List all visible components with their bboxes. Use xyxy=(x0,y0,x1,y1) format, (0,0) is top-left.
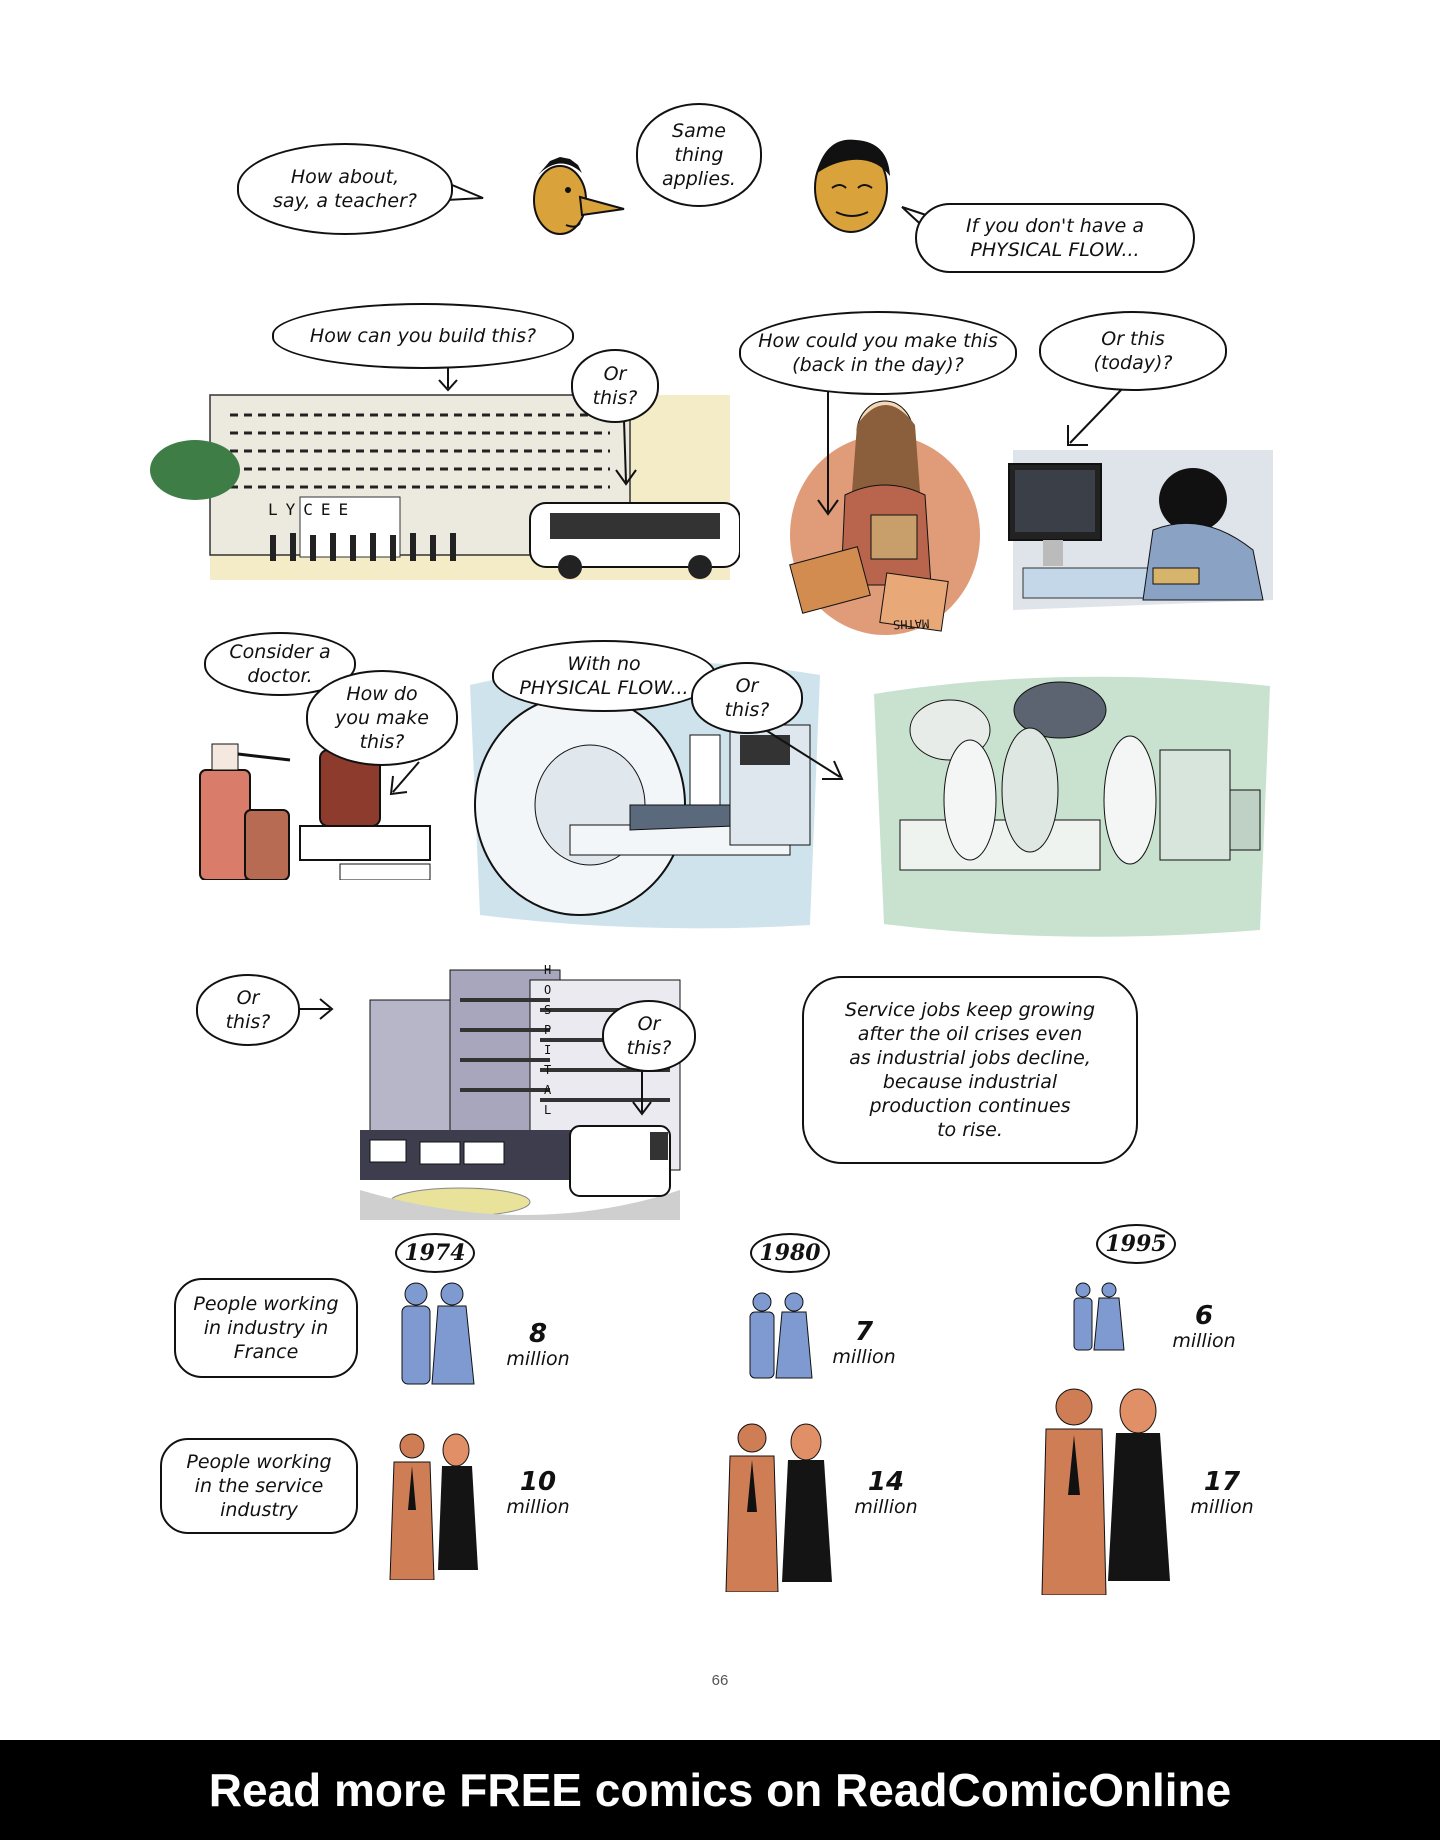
service-value-1995: 17 xyxy=(1203,1467,1241,1497)
speech-bubble-teacher: How about, say, a teacher? xyxy=(237,143,453,235)
industry-value-1974: 8 xyxy=(528,1319,548,1349)
service-count-1995: 17 million xyxy=(1180,1468,1264,1518)
speech-bubble-build: How can you build this? xyxy=(272,303,574,369)
speech-bubble-or-this-hospital: Or this? xyxy=(196,974,300,1046)
speech-bubble-how-do-you-make: How do you make this? xyxy=(306,670,458,766)
year-badge-1980: 1980 xyxy=(750,1233,830,1273)
service-workers-figure-1974 xyxy=(389,1433,478,1580)
character-head-left xyxy=(533,157,625,235)
speech-bubble-or-this-mri: Or this? xyxy=(691,662,803,734)
pointer-arrow xyxy=(389,761,420,796)
school-panel xyxy=(150,394,740,580)
pointer-arrow xyxy=(763,728,844,780)
speech-bubble-or-this-ambulance: Or this? xyxy=(602,1000,696,1072)
industry-count-1995: 6 million xyxy=(1162,1302,1246,1352)
service-count-1980: 14 million xyxy=(844,1468,928,1518)
character-head-right xyxy=(814,139,890,233)
service-workers-figure-1980 xyxy=(725,1423,832,1592)
page-number: 66 xyxy=(711,1672,729,1689)
industry-workers-figure-1980 xyxy=(749,1292,813,1379)
speech-bubble-today: Or this (today)? xyxy=(1039,311,1227,391)
caption-box-service-jobs: Service jobs keep growing after the oil … xyxy=(802,976,1138,1164)
school-sign: LYCEE xyxy=(268,500,357,519)
unit-label: million xyxy=(1172,1330,1236,1352)
service-workers-figure-1995 xyxy=(1041,1388,1170,1595)
unit-label: million xyxy=(506,1496,570,1518)
speech-bubble-make-back-in-day: How could you make this (back in the day… xyxy=(739,311,1017,395)
pointer-arrow xyxy=(817,392,839,516)
unit-label: million xyxy=(1190,1496,1254,1518)
pointer-arrow xyxy=(1067,388,1123,446)
speech-bubble-same-thing: Same thing applies. xyxy=(636,103,762,207)
pointer-arrow xyxy=(615,419,637,486)
pointer-arrow xyxy=(632,1070,652,1116)
speech-bubble-doctor: Consider a doctor. xyxy=(204,632,356,696)
teacher-books-panel xyxy=(789,400,980,635)
computer-panel xyxy=(1008,450,1273,610)
unit-label: million xyxy=(854,1496,918,1518)
industry-count-1974: 8 million xyxy=(496,1320,580,1370)
industry-count-1980: 7 million xyxy=(822,1318,906,1368)
unit-label: million xyxy=(832,1346,896,1368)
industry-workers-figure-1974 xyxy=(401,1282,475,1385)
year-badge-1995: 1995 xyxy=(1096,1224,1176,1264)
industry-value-1980: 7 xyxy=(854,1317,874,1347)
industry-value-1995: 6 xyxy=(1194,1301,1214,1331)
label-service-workers: People working in the service industry xyxy=(160,1438,358,1534)
promo-banner[interactable]: Read more FREE comics on ReadComicOnline xyxy=(0,1740,1440,1840)
speech-bubble-or-this: Or this? xyxy=(571,349,659,423)
book-label: MATHS xyxy=(892,616,930,632)
speech-bubble-no-physical-flow: With no PHYSICAL FLOW... xyxy=(492,640,716,712)
hospital-sign: HOSPITAL xyxy=(544,963,552,1117)
pointer-arrow xyxy=(300,998,334,1020)
service-value-1974: 10 xyxy=(519,1467,557,1497)
unit-label: million xyxy=(506,1348,570,1370)
label-industry-workers: People working in industry in France xyxy=(174,1278,358,1378)
service-count-1974: 10 million xyxy=(496,1468,580,1518)
surgery-panel xyxy=(874,676,1270,937)
service-value-1980: 14 xyxy=(867,1467,905,1497)
year-badge-1974: 1974 xyxy=(395,1233,475,1273)
speech-bubble-physical-flow: If you don't have a PHYSICAL FLOW... xyxy=(915,203,1195,273)
medicine-drawing xyxy=(199,743,431,880)
industry-workers-figure-1995 xyxy=(1073,1282,1125,1351)
